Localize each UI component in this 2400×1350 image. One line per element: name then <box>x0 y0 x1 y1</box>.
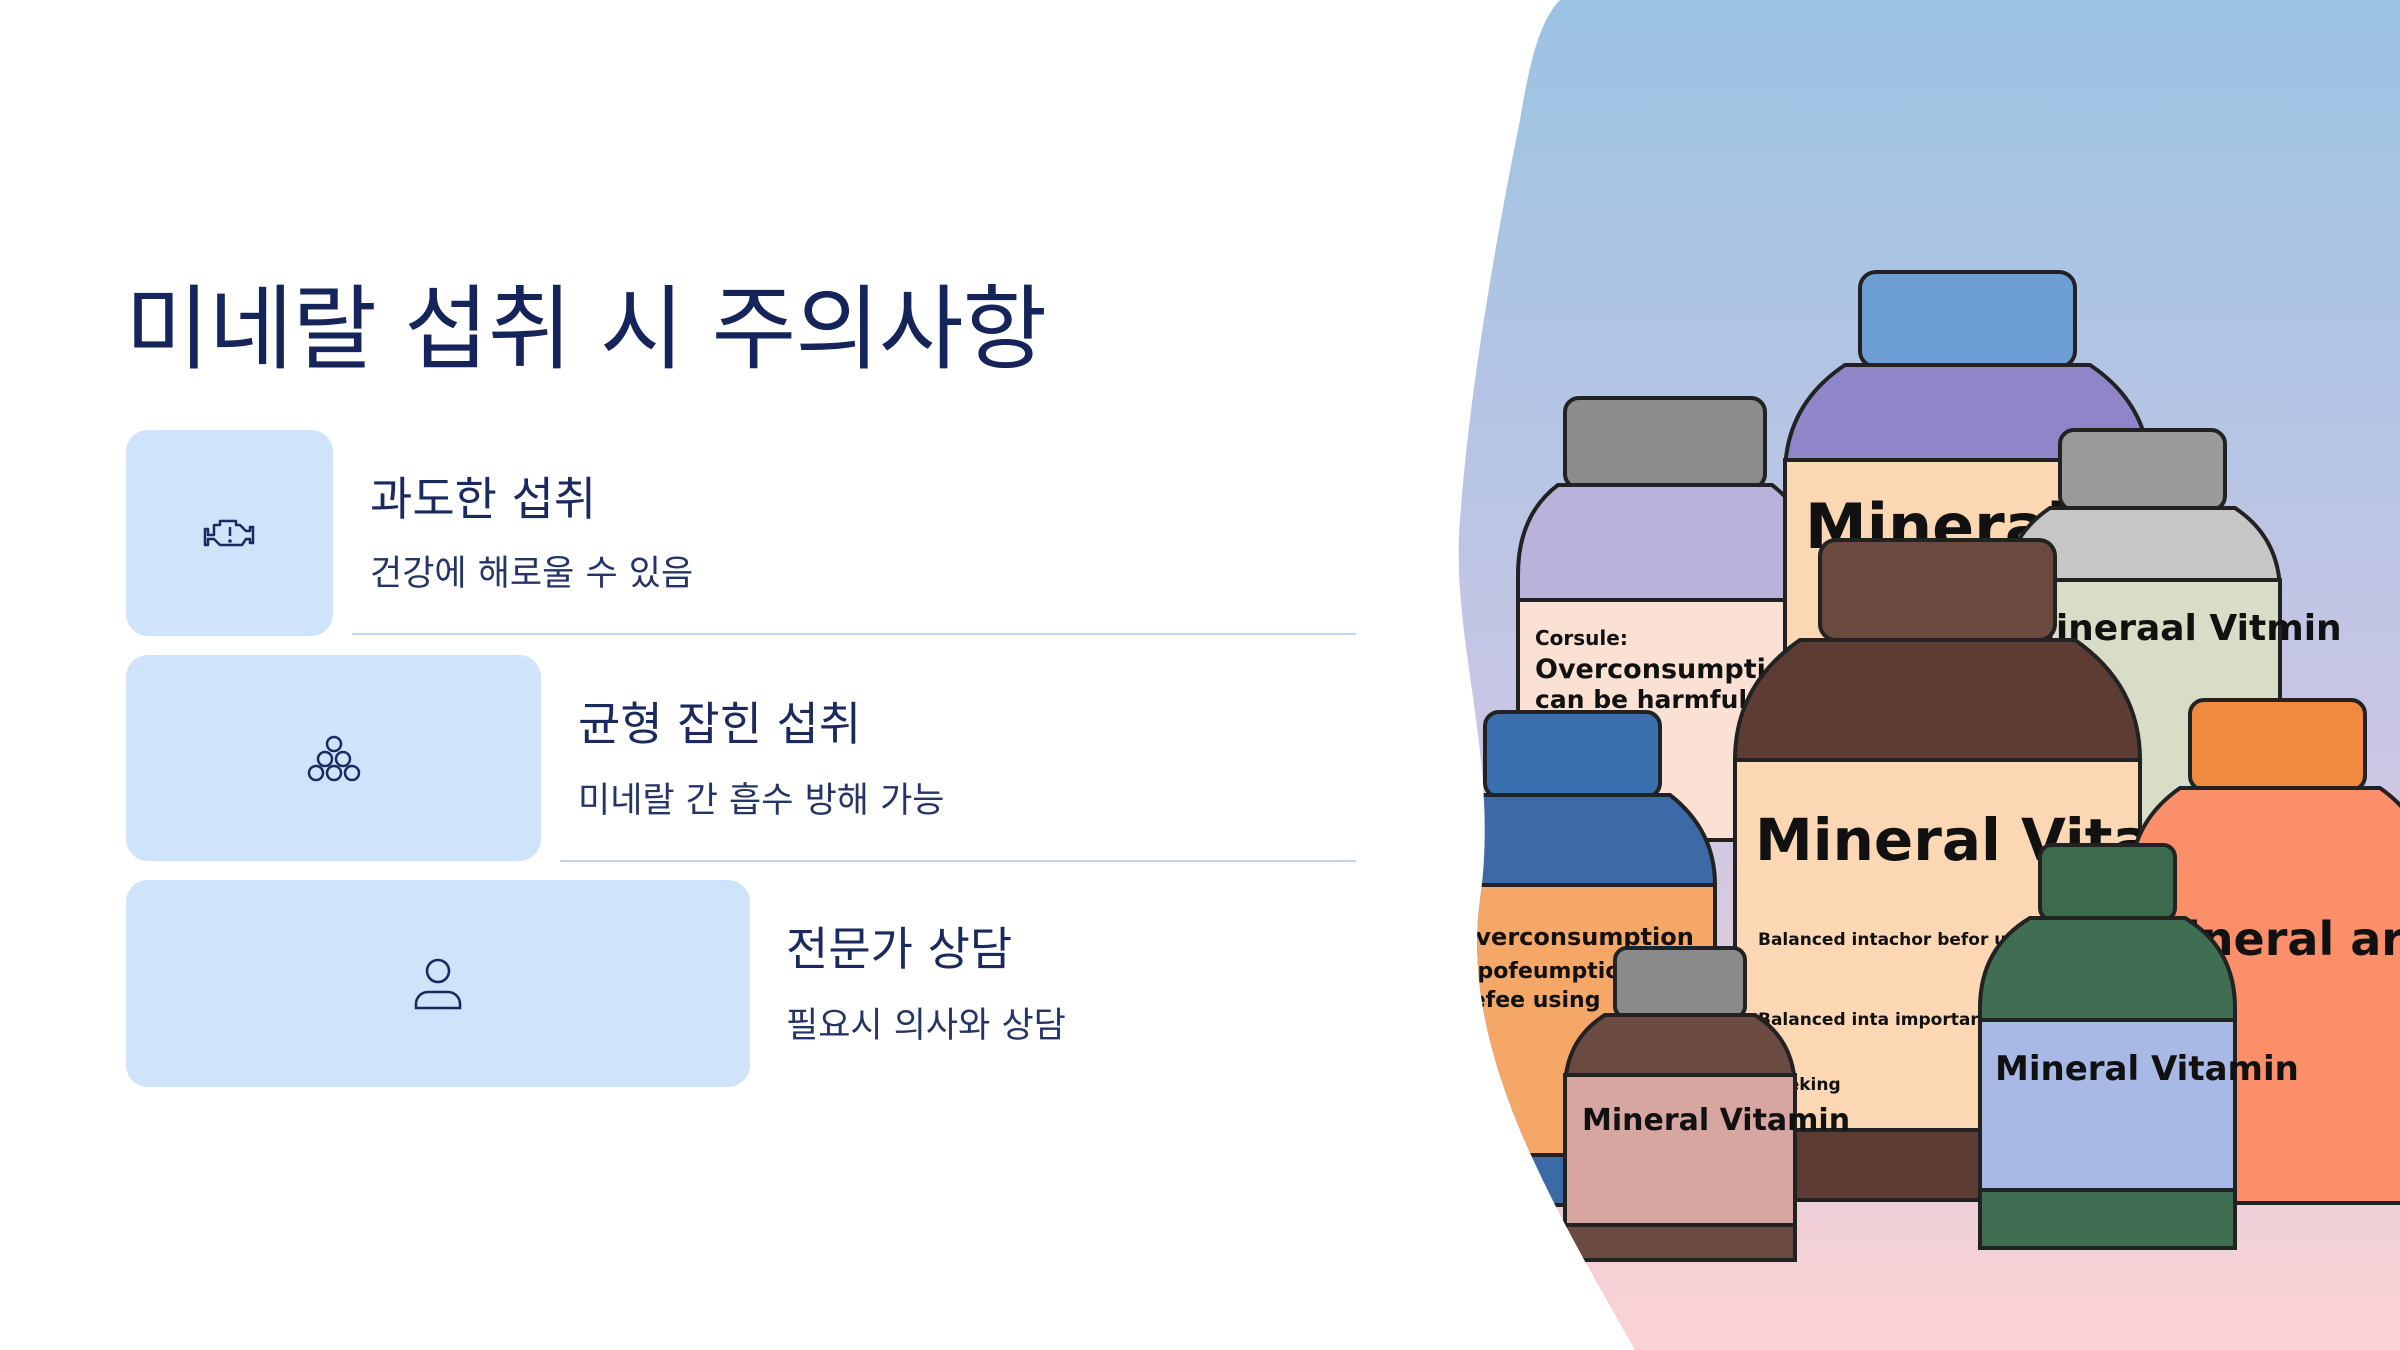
slide-title: 미네랄 섭취 시 주의사항 <box>125 276 1047 383</box>
divider <box>560 860 1356 862</box>
bottle: Mineral Vitamin <box>1978 843 2299 1250</box>
bottle-label: befee using <box>1455 988 1600 1013</box>
item-description: 필요시 의사와 상담 <box>786 1006 1066 1046</box>
molecule-cluster-icon <box>306 734 362 782</box>
bottle: Mineral Vitamin <box>1563 946 1850 1262</box>
person-icon <box>412 956 464 1012</box>
vitamin-bottles-illustration: Corsule: Overconsumption can be harmful … <box>1440 0 2400 1350</box>
bottle-label: Mineral Vitamin <box>1995 1049 2299 1089</box>
item-icon-tile <box>126 430 333 636</box>
item-title: 전문가 상담 <box>786 922 1013 976</box>
bottle-label: Balanced inta importants <box>1758 1010 2001 1030</box>
divider <box>352 633 1356 635</box>
engine-warning-icon <box>202 513 258 553</box>
item-description: 미네랄 간 흡수 방해 가능 <box>578 781 945 821</box>
bottle-label: Corsule: <box>1535 626 1628 650</box>
item-title: 균형 잡힌 섭취 <box>578 697 862 751</box>
item-icon-tile <box>126 880 750 1087</box>
bottle-label: a pofeumptiol <box>1455 959 1628 984</box>
bottle-label: Mineral Vitamin <box>1582 1103 1850 1138</box>
item-title: 과도한 섭취 <box>370 472 597 526</box>
bottle-label: can be harmful <box>1535 685 1747 714</box>
item-description: 건강에 해로울 수 있음 <box>370 554 694 594</box>
bottle-label: Balanced intachor befor uing <box>1758 930 2037 950</box>
item-icon-tile <box>126 655 541 861</box>
